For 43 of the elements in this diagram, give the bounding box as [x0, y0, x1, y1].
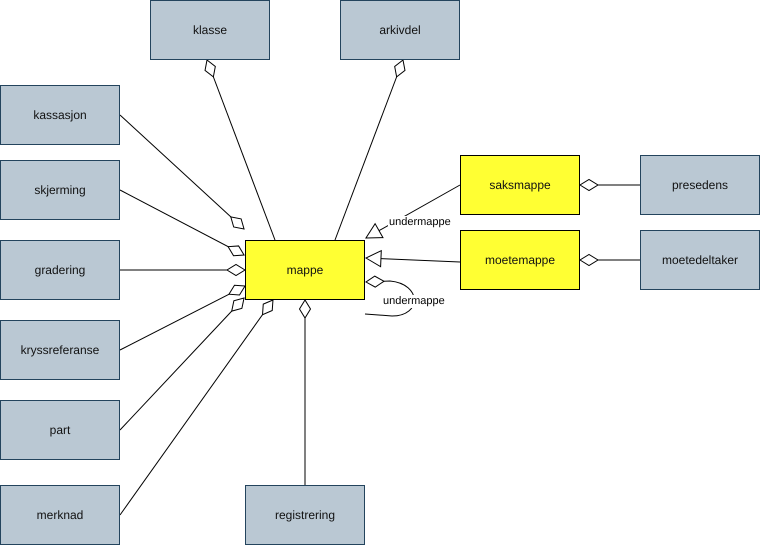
aggregation-line [204, 60, 276, 240]
class-name: kassasjon [33, 108, 87, 122]
class-box [460, 155, 580, 215]
class-name: kryssreferanse [20, 343, 100, 357]
aggregation-line [334, 60, 406, 240]
class-name: arkivdel [379, 23, 421, 37]
class-name: saksmappe [489, 178, 551, 192]
class-name: mappe [286, 263, 324, 277]
class-name: registrering [274, 508, 336, 522]
aggregation-line [580, 254, 640, 266]
aggregation-line [120, 264, 246, 276]
class-box [0, 240, 120, 300]
class-box [150, 0, 270, 60]
class-name: moetedeltaker [662, 253, 738, 267]
class-box [460, 230, 580, 290]
aggregation-line [580, 179, 640, 191]
class-name: part [50, 423, 70, 437]
class-box [245, 240, 365, 300]
class-box [0, 485, 120, 545]
class-name: klasse [192, 23, 227, 37]
class-name: presedens [672, 178, 728, 192]
class-name: gradering [34, 263, 86, 277]
class-name: skjerming [34, 183, 86, 197]
edge-label: undermappe [388, 216, 452, 229]
class-name: moetemappe [484, 253, 556, 267]
generalization-arrow [365, 250, 460, 268]
aggregation-line [120, 300, 274, 516]
aggregation-line [120, 190, 245, 256]
aggregation-line [120, 298, 245, 430]
class-box [0, 85, 120, 145]
aggregation-line [120, 284, 246, 350]
class-box [0, 160, 120, 220]
class-box [340, 0, 460, 60]
edge-label: undermappe [382, 295, 446, 308]
aggregation-line [364, 276, 415, 316]
class-box [640, 230, 760, 290]
class-box [245, 485, 365, 545]
class-box [640, 155, 760, 215]
class-box [0, 400, 120, 460]
aggregation-line [299, 300, 311, 486]
class-name: merknad [36, 508, 84, 522]
aggregation-line [120, 114, 245, 230]
class-box [0, 320, 120, 380]
